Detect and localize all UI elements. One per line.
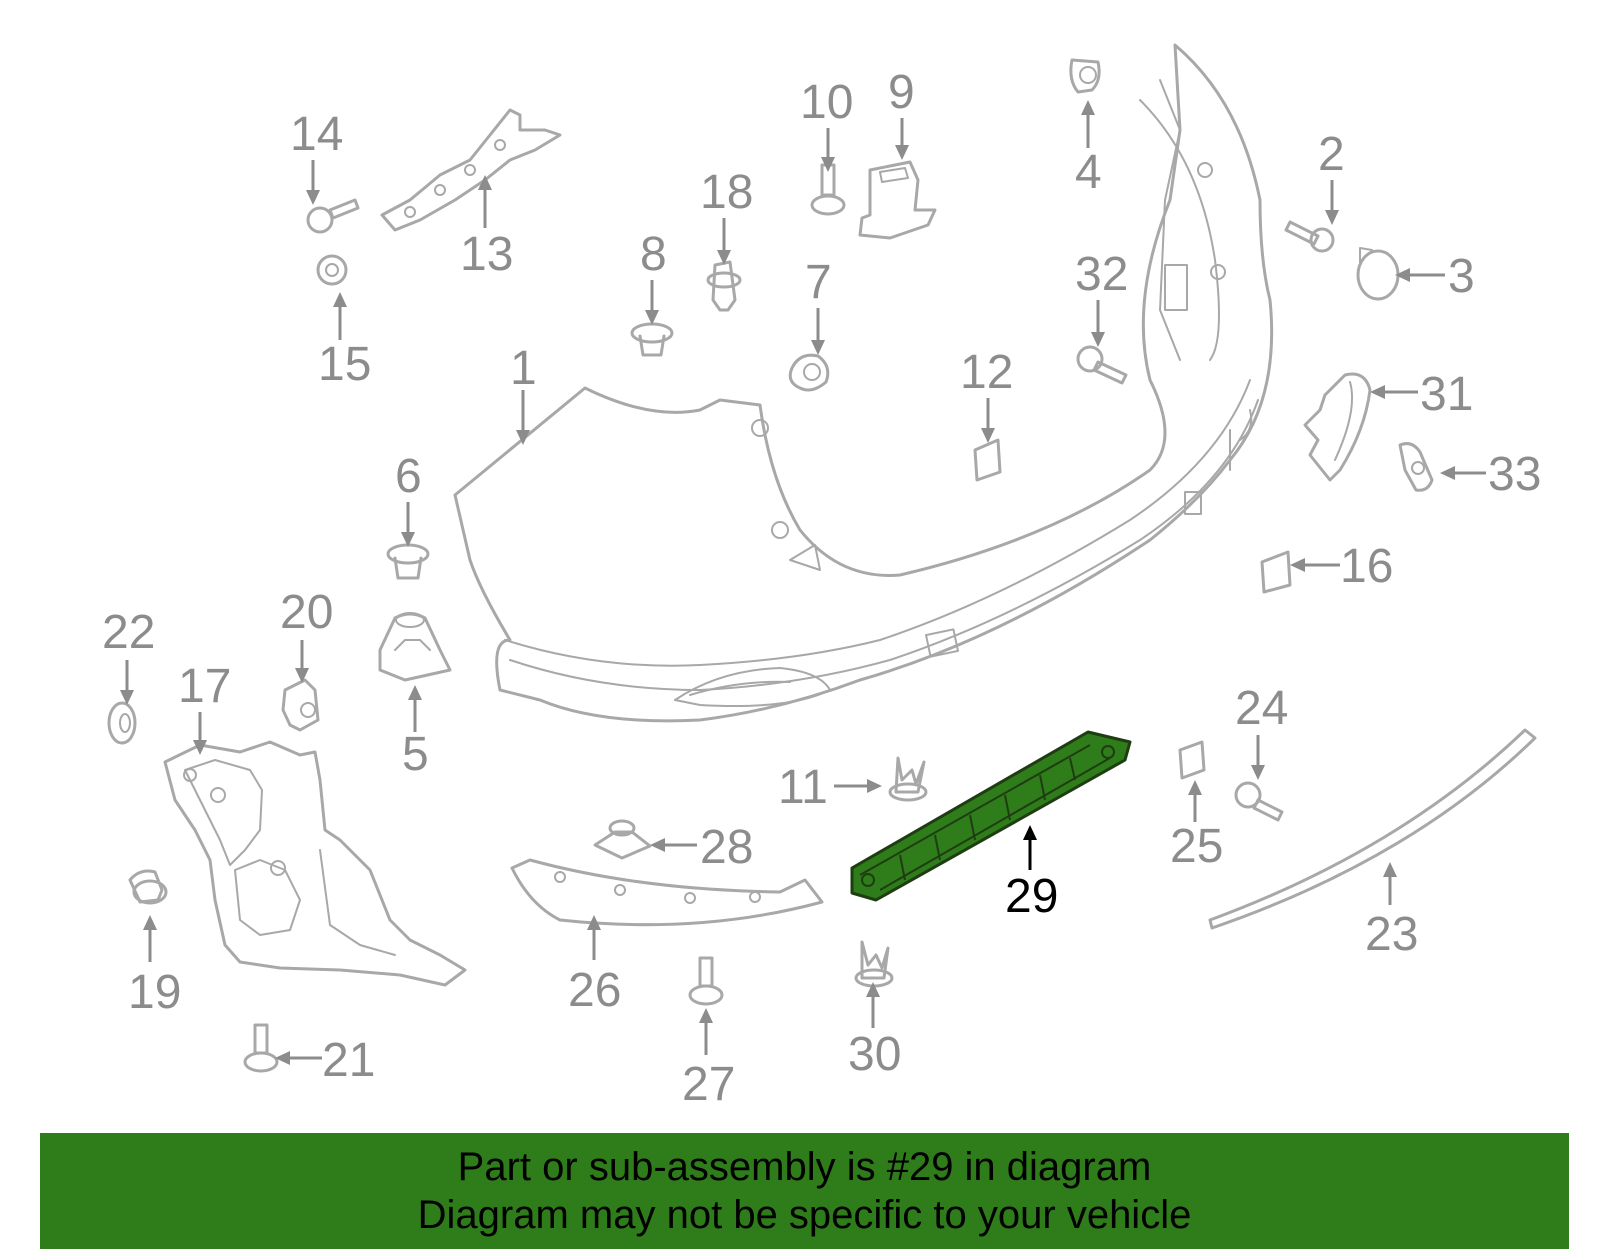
part-6-push-clip (386, 543, 430, 580)
part-17-lower-bracket (163, 740, 467, 987)
callout-26: 26 (568, 964, 621, 1017)
part-19-clip (128, 869, 168, 905)
callout-2: 2 (1318, 128, 1345, 181)
callout-21: 21 (322, 1034, 375, 1087)
callout-10: 10 (800, 76, 853, 129)
part-25-pad (1178, 740, 1206, 780)
part-5-bracket (378, 612, 452, 682)
callout-25: 25 (1170, 820, 1223, 873)
callout-24: 24 (1235, 682, 1288, 735)
part-15-nut (316, 254, 348, 286)
part-4-clip-nut (1069, 58, 1101, 94)
callout-29-highlighted: 29 (1005, 870, 1058, 923)
callout-8: 8 (640, 228, 667, 281)
callout-3: 3 (1448, 250, 1475, 303)
callout-31: 31 (1420, 368, 1473, 421)
callout-5: 5 (402, 728, 429, 781)
banner-line-disclaimer: Diagram may not be specific to your vehi… (417, 1193, 1192, 1237)
callout-labels: 1 2 3 4 5 6 7 8 9 10 11 12 13 14 15 16 1… (102, 66, 1541, 1111)
part-16-pad (1260, 550, 1292, 594)
callout-17: 17 (178, 660, 231, 713)
callout-12: 12 (960, 346, 1013, 399)
callout-18: 18 (700, 166, 753, 219)
part-14-bolt (306, 198, 360, 234)
callout-33: 33 (1488, 448, 1541, 501)
part-28-clip (593, 819, 652, 860)
part-1-bumper-cover (453, 43, 1274, 723)
part-10-bolt (810, 163, 846, 216)
callout-23: 23 (1365, 908, 1418, 961)
callout-4: 4 (1075, 146, 1102, 199)
part-26-trim (510, 858, 824, 927)
callout-9: 9 (888, 66, 915, 119)
part-18-clip (706, 260, 742, 312)
callout-16: 16 (1340, 540, 1393, 593)
callout-11: 11 (778, 761, 828, 814)
part-13-bracket (380, 108, 562, 232)
callout-20: 20 (280, 586, 333, 639)
callout-7: 7 (805, 256, 832, 309)
part-7-clip (788, 353, 830, 392)
part-29-reinforcement-highlighted (850, 730, 1132, 902)
banner-line-part: Part or sub-assembly is #29 in diagram (457, 1145, 1152, 1189)
part-3-cap (1356, 247, 1400, 301)
callout-14: 14 (290, 108, 343, 161)
part-27-bolt (688, 956, 724, 1006)
callout-30: 30 (848, 1028, 901, 1081)
callout-6: 6 (395, 450, 422, 503)
leader-arrows (120, 100, 1486, 1065)
part-11-clip (888, 756, 928, 802)
part-8-push-pin (630, 322, 674, 357)
part-33-clip (1398, 442, 1434, 492)
info-banner: Part or sub-assembly is #29 in diagram D… (40, 1133, 1569, 1249)
part-23-strip (1208, 728, 1537, 930)
part-22-nut (107, 701, 137, 745)
part-32-bolt (1076, 345, 1128, 385)
part-9-bracket (858, 160, 937, 240)
callout-32: 32 (1075, 248, 1128, 301)
part-31-bracket (1303, 372, 1372, 482)
part-24-bolt (1234, 781, 1284, 822)
callout-19: 19 (128, 966, 181, 1019)
part-12-pad (973, 438, 1002, 482)
part-20-clip-nut (281, 678, 320, 732)
callout-15: 15 (318, 338, 371, 391)
callout-13: 13 (460, 228, 513, 281)
callout-1: 1 (510, 342, 537, 395)
part-2-screw (1284, 220, 1335, 253)
callout-22: 22 (102, 606, 155, 659)
part-21-bolt (243, 1023, 279, 1073)
callout-27: 27 (682, 1058, 735, 1111)
callout-28: 28 (700, 821, 753, 874)
part-30-clip (854, 940, 894, 988)
parts-diagram: 1 2 3 4 5 6 7 8 9 10 11 12 13 14 15 16 1… (102, 43, 1541, 1111)
